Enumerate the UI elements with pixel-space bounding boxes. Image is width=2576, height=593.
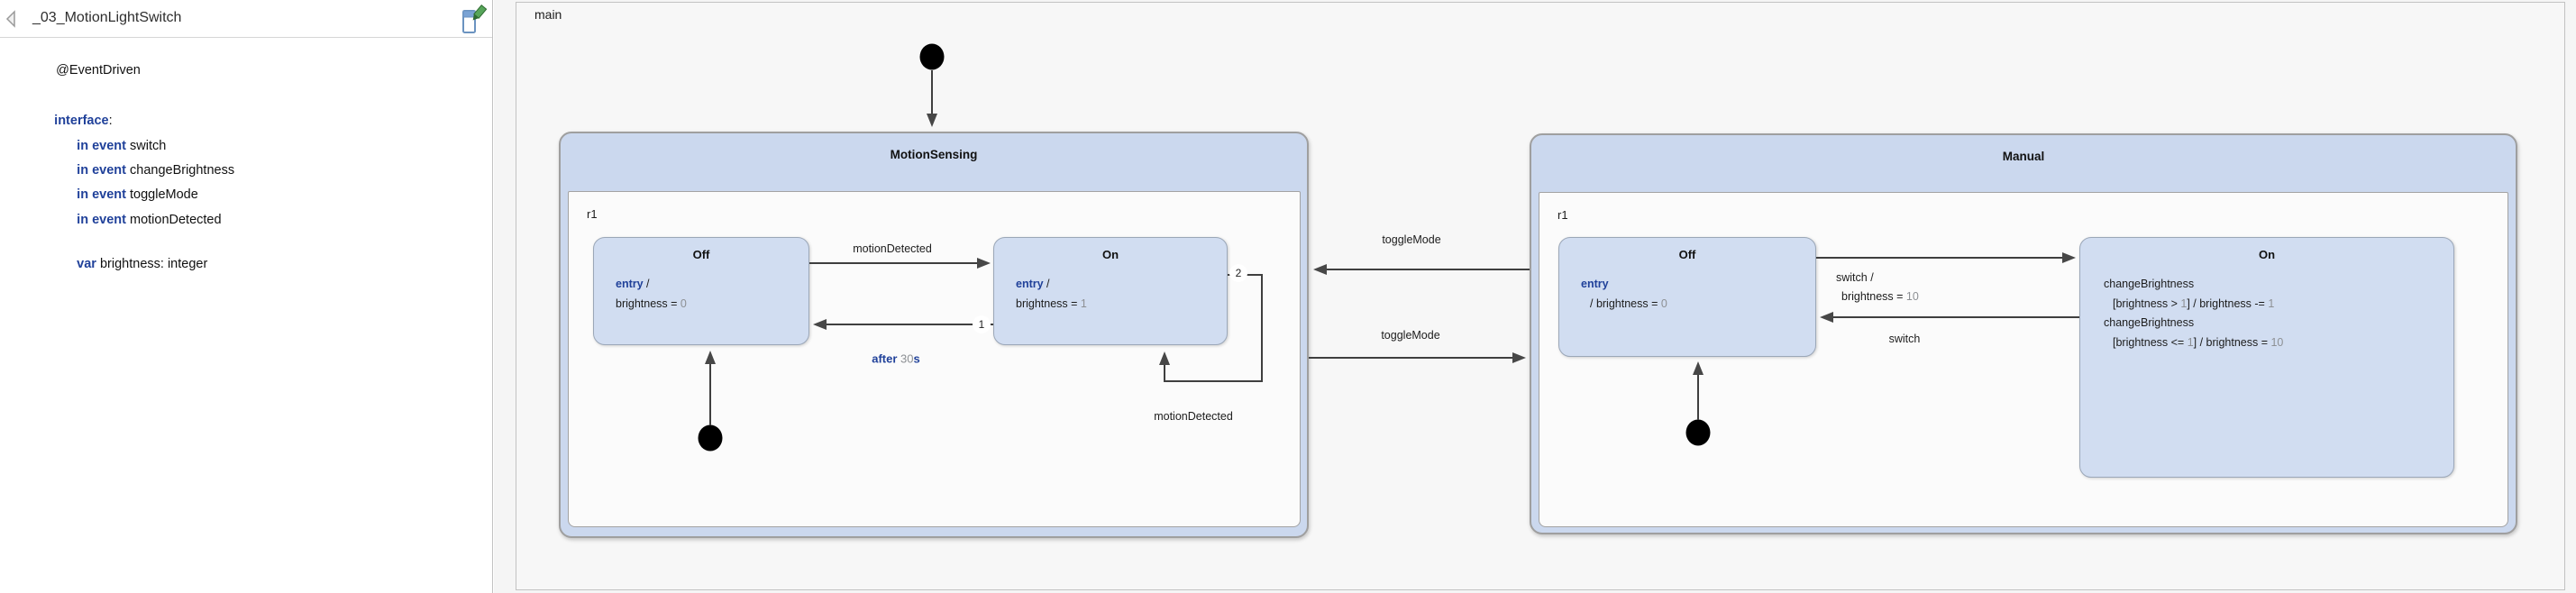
statechart-title: _03_MotionLightSwitch <box>32 10 182 25</box>
state-ms-on[interactable]: On entry /brightness = 1 <box>993 237 1228 345</box>
state-ms-off-body: entry /brightness = 0 <box>616 278 687 310</box>
state-manual-on-body: changeBrightness[brightness > 1] / brigh… <box>2104 278 2284 349</box>
initial-state-motionsensing[interactable] <box>698 424 723 452</box>
event-line-motiondetected[interactable]: in event motionDetected <box>77 213 222 227</box>
event-line-togglemode[interactable]: in event toggleMode <box>77 187 198 202</box>
priority-badge-2: 2 <box>1229 264 1247 282</box>
state-ms-on-title: On <box>1101 248 1119 261</box>
label-switch-brightness[interactable]: switch /brightness = 10 <box>1836 271 1919 303</box>
state-manual-off-body: entry/ brightness = 0 <box>1581 278 1667 310</box>
state-ms-off-title: Off <box>692 248 710 261</box>
event-line-switch[interactable]: in event switch <box>77 139 167 153</box>
state-ms-on-body: entry /brightness = 1 <box>1016 278 1087 310</box>
var-line[interactable]: var brightness: integer <box>77 257 208 271</box>
state-ms-off[interactable]: Off entry /brightness = 0 <box>593 237 809 345</box>
label-motiondetected-selfloop[interactable]: motionDetected <box>1154 410 1233 423</box>
edit-definition-icon[interactable] <box>460 5 487 35</box>
annotation-line[interactable]: @EventDriven <box>56 63 141 78</box>
transition-ms-on-selfloop[interactable] <box>1159 274 1263 382</box>
interface-line[interactable]: interface: <box>54 114 113 128</box>
initial-state-manual[interactable] <box>1685 419 1711 446</box>
definition-panel-header: _03_MotionLightSwitch <box>0 0 492 38</box>
label-motiondetected-1[interactable]: motionDetected <box>853 242 932 255</box>
state-manual-title: Manual <box>2002 150 2045 163</box>
state-motionsensing-title: MotionSensing <box>890 148 978 161</box>
state-manual-on-title: On <box>2258 248 2276 261</box>
region-manual-r1-label: r1 <box>1557 208 1568 222</box>
label-togglemode-lower[interactable]: toggleMode <box>1381 329 1440 342</box>
label-togglemode-upper[interactable]: toggleMode <box>1382 233 1441 246</box>
region-main-label: main <box>534 7 562 22</box>
initial-state-main[interactable] <box>919 43 945 70</box>
state-manual-off[interactable]: Off entry/ brightness = 0 <box>1558 237 1816 357</box>
priority-badge-1: 1 <box>973 315 991 333</box>
event-line-changebrightness[interactable]: in event changeBrightness <box>77 163 235 178</box>
state-manual-off-title: Off <box>1678 248 1696 261</box>
state-manual-on[interactable]: On changeBrightness[brightness > 1] / br… <box>2079 237 2454 478</box>
label-after-30s[interactable]: after 30s <box>872 351 920 366</box>
label-switch-return[interactable]: switch <box>1888 333 1921 345</box>
collapse-panel-icon[interactable] <box>5 10 17 28</box>
definition-panel: _03_MotionLightSwitch @EventDriven inter… <box>0 0 493 593</box>
region-motionsensing-r1-label: r1 <box>587 207 598 221</box>
